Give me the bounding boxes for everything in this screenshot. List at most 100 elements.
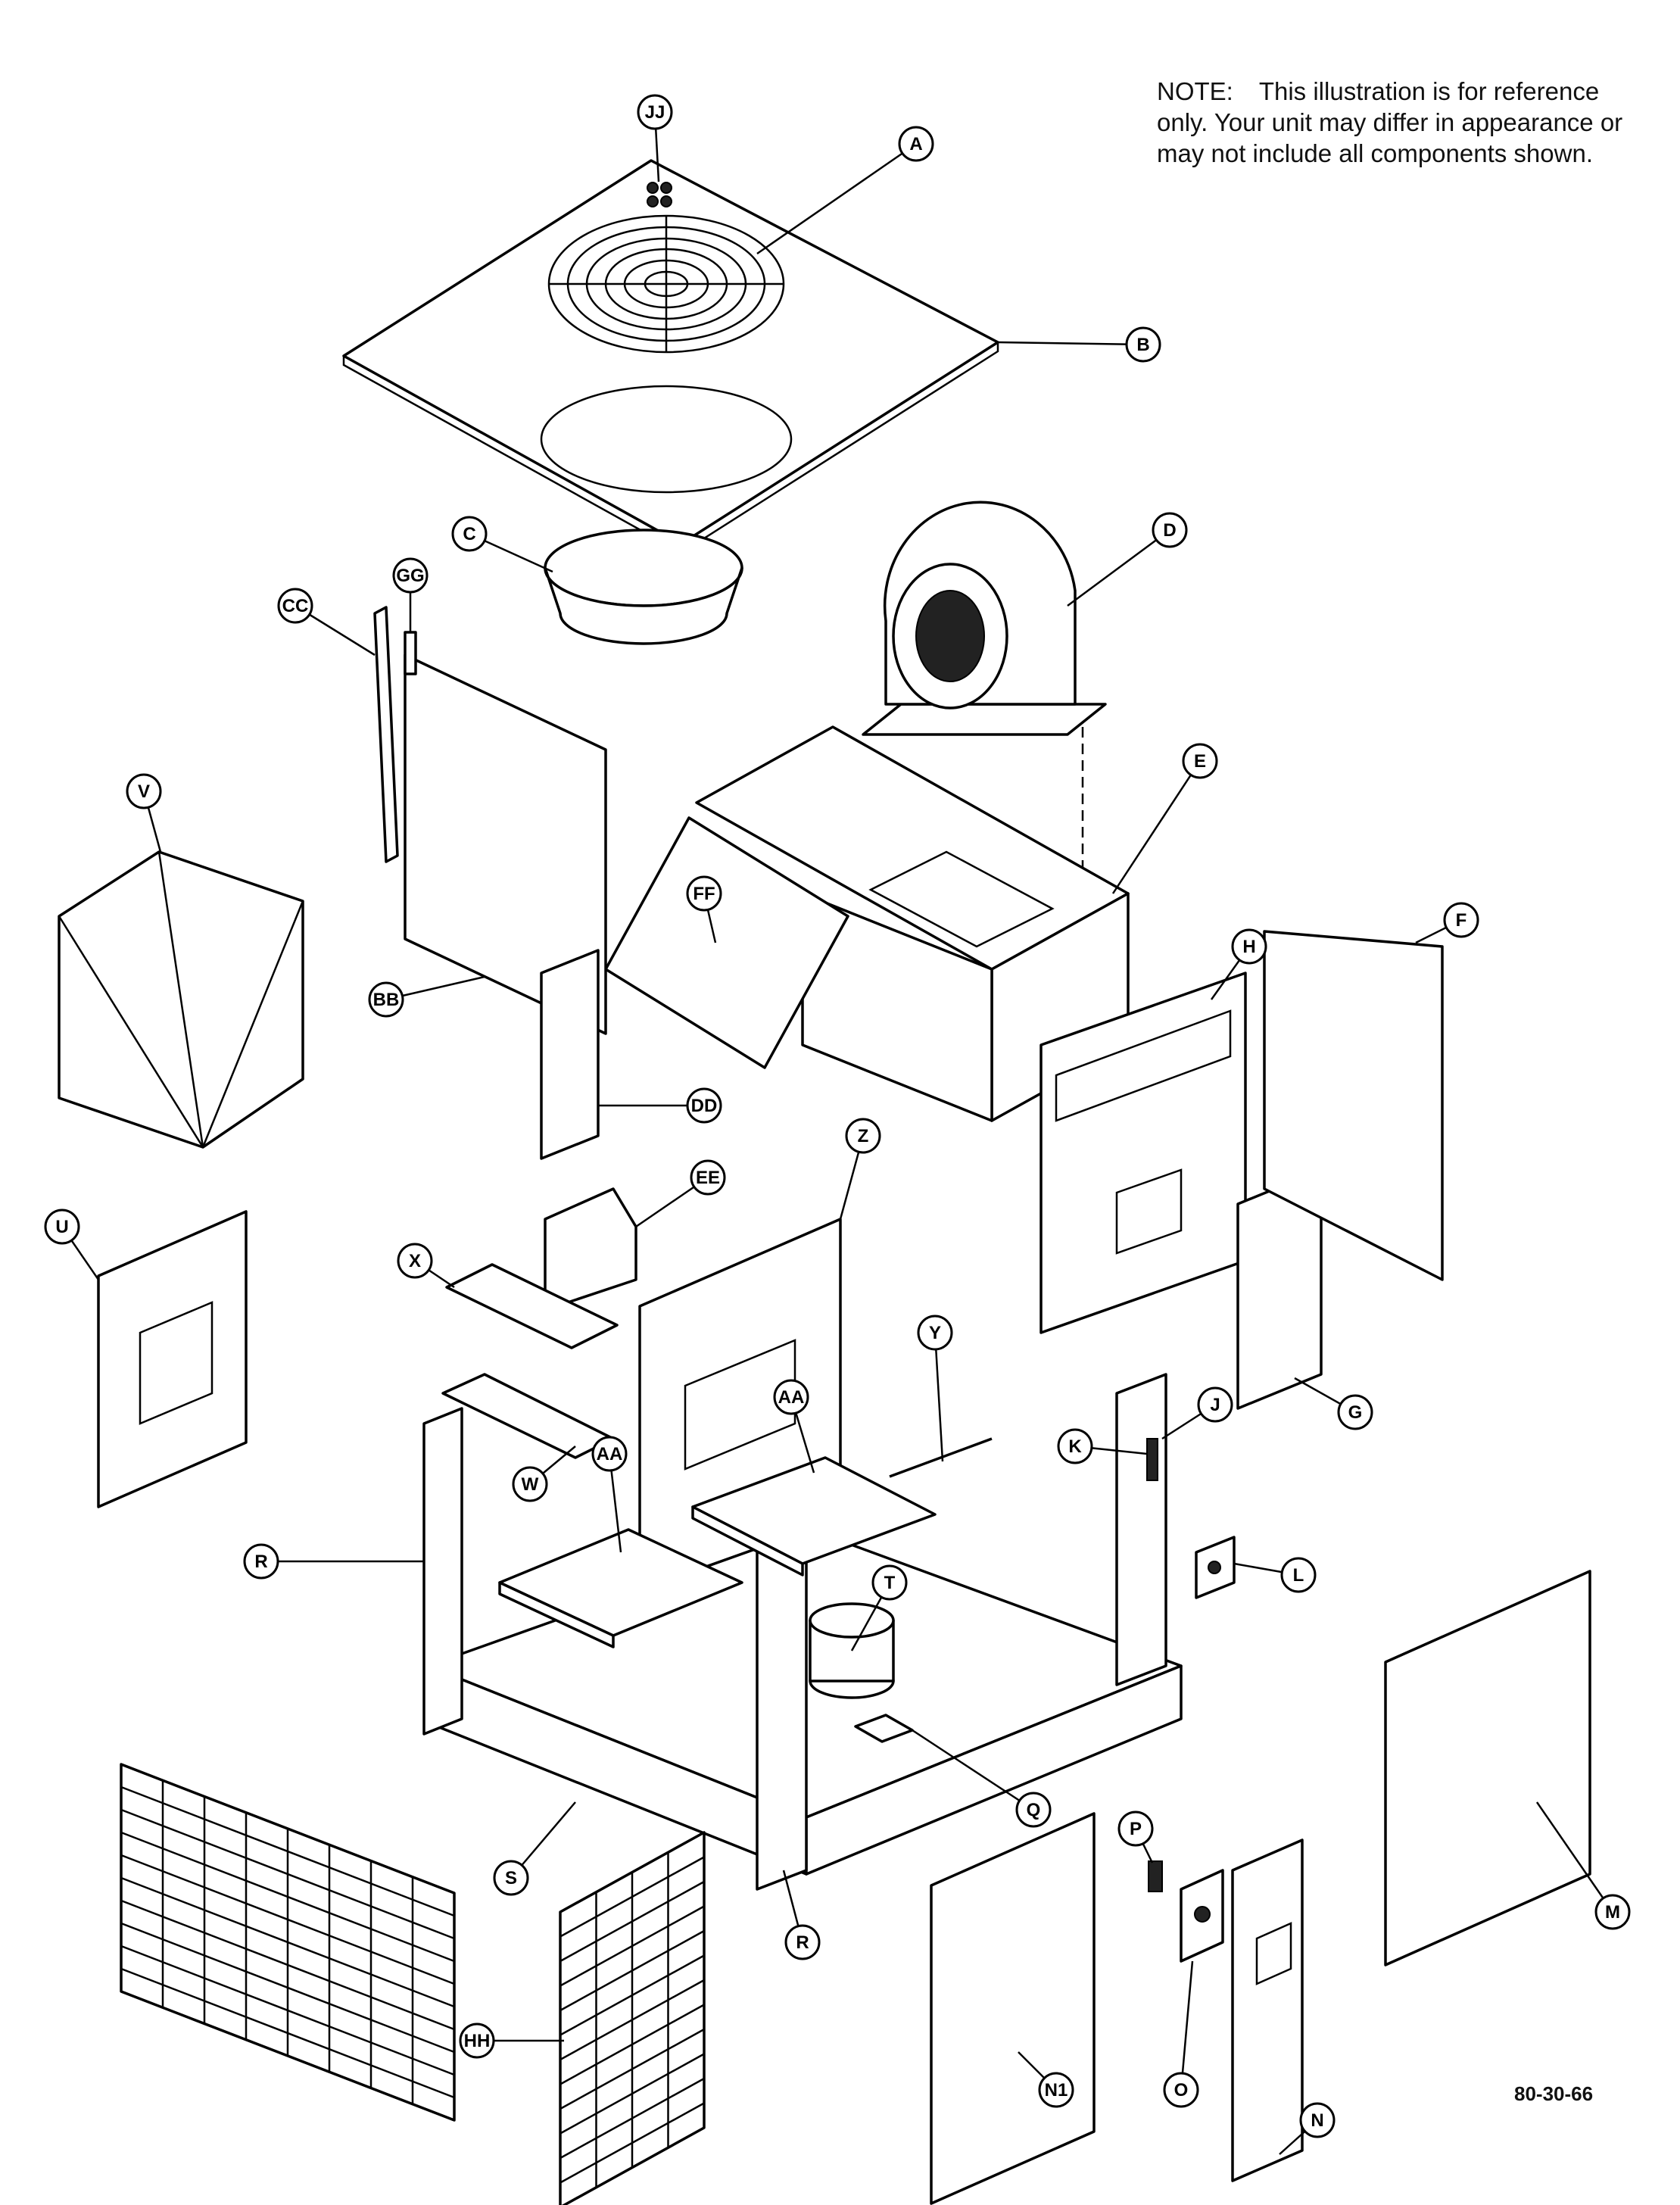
rail-part bbox=[889, 1437, 993, 1478]
callout-label-x: X bbox=[409, 1251, 421, 1271]
relay-part bbox=[1146, 1438, 1158, 1481]
callout-label-ff: FF bbox=[693, 884, 715, 904]
callout-l: L bbox=[1280, 1557, 1317, 1593]
callout-label-n1: N1 bbox=[1045, 2080, 1068, 2101]
callout-ee: EE bbox=[690, 1159, 726, 1196]
callout-jj: JJ bbox=[637, 94, 673, 130]
corner-post-part bbox=[373, 606, 399, 863]
callout-label-e: E bbox=[1194, 751, 1206, 772]
callout-bubble-v bbox=[126, 773, 162, 809]
callout-label-o: O bbox=[1174, 2080, 1189, 2101]
callout-bubble-n1 bbox=[1038, 2072, 1074, 2108]
callout-leader-q bbox=[912, 1729, 1034, 1811]
access-panel-left-part bbox=[97, 1210, 248, 1508]
louver-line bbox=[120, 1945, 455, 2076]
callout-bubble-r2 bbox=[784, 1924, 821, 1960]
louver-line bbox=[120, 1786, 455, 1917]
control-door-part bbox=[1231, 1839, 1304, 2182]
callout-label-s: S bbox=[505, 1868, 517, 1888]
callout-leader-b bbox=[997, 341, 1144, 346]
callout-ff: FF bbox=[686, 875, 722, 912]
louver-line bbox=[559, 2102, 705, 2184]
callout-label-gg: GG bbox=[396, 566, 424, 586]
callout-bubble-y bbox=[917, 1315, 953, 1351]
callout-h: H bbox=[1231, 928, 1267, 965]
louver-line bbox=[559, 1880, 705, 1963]
callout-bubble-a bbox=[898, 126, 934, 162]
callout-label-jj: JJ bbox=[645, 102, 665, 123]
venturi-ring-part bbox=[544, 529, 743, 645]
callout-bubble-l bbox=[1280, 1557, 1317, 1593]
grille-louvers bbox=[120, 1780, 705, 2188]
callout-label-n: N bbox=[1311, 2110, 1323, 2131]
callout-bubble-aa1 bbox=[591, 1436, 628, 1472]
callout-bubble-g bbox=[1337, 1394, 1373, 1430]
callout-leader-e bbox=[1111, 760, 1202, 894]
fastener-set-part bbox=[647, 182, 672, 207]
callout-label-z: Z bbox=[858, 1126, 869, 1146]
callout-label-t: T bbox=[884, 1573, 896, 1593]
callout-bubble-x bbox=[397, 1243, 433, 1279]
callout-label-h: H bbox=[1242, 937, 1255, 957]
louver-line bbox=[559, 2028, 705, 2110]
top-panel-part bbox=[342, 159, 999, 554]
coil-pan-left-part bbox=[498, 1528, 743, 1648]
louver-line bbox=[120, 1967, 455, 2099]
note-label: NOTE: bbox=[1157, 77, 1233, 105]
switch-part bbox=[1148, 1860, 1163, 1892]
callout-r2: R bbox=[784, 1924, 821, 1960]
callout-q: Q bbox=[1015, 1792, 1052, 1828]
louver-line bbox=[559, 1979, 705, 2061]
switch-box-part bbox=[1180, 1869, 1224, 1963]
callout-e: E bbox=[1182, 743, 1218, 779]
callout-bubble-o bbox=[1163, 2072, 1199, 2108]
louver-line bbox=[559, 2004, 705, 2085]
callout-label-l: L bbox=[1293, 1565, 1304, 1586]
callout-label-w: W bbox=[522, 1474, 539, 1495]
callout-bubble-b bbox=[1125, 326, 1161, 363]
callout-label-r2: R bbox=[796, 1932, 809, 1953]
callout-bubble-z bbox=[845, 1118, 881, 1154]
callout-p: P bbox=[1117, 1810, 1154, 1847]
callout-bb: BB bbox=[368, 981, 404, 1018]
callout-label-bb: BB bbox=[373, 990, 400, 1010]
callout-bubble-ee bbox=[690, 1159, 726, 1196]
callout-label-p: P bbox=[1130, 1819, 1142, 1839]
baffle-panel-part bbox=[604, 816, 849, 1069]
callout-bubble-r1 bbox=[243, 1543, 279, 1580]
louver-line bbox=[120, 1876, 455, 2008]
callout-bubble-q bbox=[1015, 1792, 1052, 1828]
callout-r1: R bbox=[243, 1543, 279, 1580]
callout-gg: GG bbox=[392, 557, 429, 594]
callout-label-aa2: AA bbox=[778, 1387, 805, 1408]
callout-leader-m bbox=[1535, 1801, 1614, 1913]
callout-leader-o bbox=[1180, 1960, 1194, 2091]
louver-line bbox=[120, 1854, 455, 1985]
callout-o: O bbox=[1163, 2072, 1199, 2108]
callout-x: X bbox=[397, 1243, 433, 1279]
louver-line bbox=[559, 1954, 705, 2036]
callout-bubble-p bbox=[1117, 1810, 1154, 1847]
callout-bubble-h bbox=[1231, 928, 1267, 965]
callout-label-g: G bbox=[1348, 1402, 1363, 1423]
corner-post-left-part bbox=[422, 1407, 463, 1736]
callout-bubble-s bbox=[493, 1860, 529, 1896]
callout-g: G bbox=[1337, 1394, 1373, 1430]
control-bracket-part bbox=[540, 949, 600, 1160]
mounting-bracket-part bbox=[544, 1187, 637, 1311]
channel-bracket-part bbox=[445, 1263, 619, 1349]
callout-label-cc: CC bbox=[282, 596, 309, 616]
louver-line bbox=[559, 2077, 705, 2160]
callout-bubble-f bbox=[1443, 902, 1479, 938]
callout-bubble-bb bbox=[368, 981, 404, 1018]
callout-bubble-d bbox=[1152, 512, 1188, 548]
callout-dd: DD bbox=[686, 1087, 722, 1124]
callout-c: C bbox=[451, 516, 488, 552]
callout-label-r1: R bbox=[254, 1552, 267, 1572]
coil-pan-right-part bbox=[691, 1456, 937, 1577]
callout-cc: CC bbox=[277, 588, 313, 624]
callout-d: D bbox=[1152, 512, 1188, 548]
callout-bubble-n bbox=[1299, 2102, 1336, 2138]
callout-label-d: D bbox=[1163, 520, 1176, 541]
